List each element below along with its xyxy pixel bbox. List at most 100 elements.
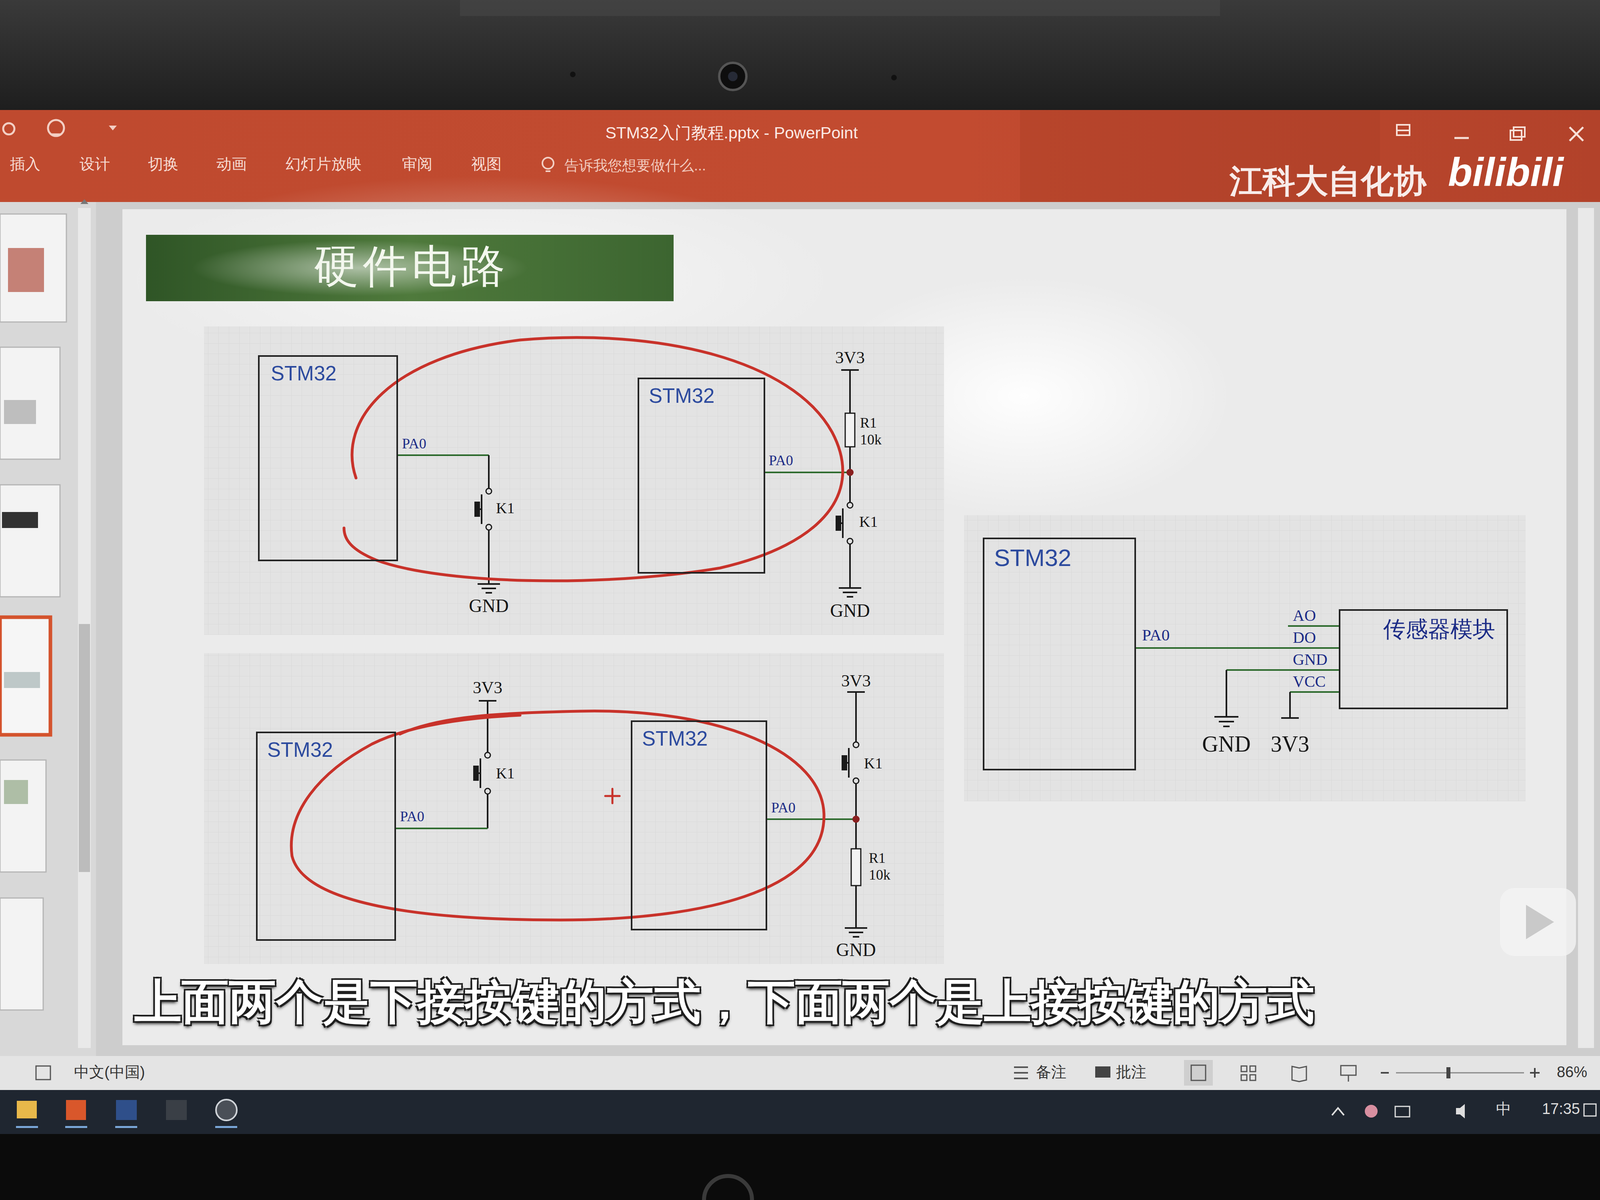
ground-symbol: [848, 931, 864, 934]
title-bar: [542, 157, 554, 169]
pin-name: VCC: [1292, 672, 1326, 691]
junction-dots: [846, 468, 860, 823]
signal-wire: [1136, 647, 1339, 649]
circuit-wires: [1281, 717, 1299, 719]
title-bar: [1513, 127, 1525, 137]
resistor-label: R1: [868, 850, 886, 867]
top-bezel: [891, 74, 897, 81]
status-button: 批注: [1116, 1064, 1147, 1081]
circuit-wires: [398, 454, 489, 456]
slide-thumbnails: [0, 214, 67, 322]
ground-symbol: [844, 928, 868, 937]
switch-label: K1: [864, 755, 883, 772]
play-button-watermark: [1500, 888, 1576, 956]
title-bar: [108, 125, 117, 131]
status-bar: [1292, 1066, 1307, 1082]
switch-symbol: [842, 742, 859, 784]
switch-symbol: [484, 788, 491, 794]
circuit-wires: [849, 544, 851, 588]
taskbar: [0, 1090, 1600, 1134]
switch-symbol: [853, 742, 859, 748]
circuit-wires: [765, 471, 850, 474]
switch-symbol: [836, 502, 853, 544]
ground-symbol: [485, 592, 492, 594]
ribbon-tab: 动画: [216, 156, 247, 173]
supply-label: 3V3: [841, 671, 871, 690]
ground-label: GND: [830, 600, 870, 622]
ribbon-tab: 插入: [10, 156, 41, 173]
switch-symbol: [847, 538, 853, 544]
pin-name: GND: [1292, 650, 1328, 669]
zoom-level: 86%: [1556, 1064, 1588, 1081]
title-bar: [3, 123, 15, 135]
status-bar: [1241, 1074, 1247, 1081]
taskbar: [1456, 1104, 1465, 1119]
taskbar: [1584, 1104, 1596, 1116]
ground-symbol: [477, 583, 500, 585]
workspace: [1578, 208, 1594, 1048]
ribbon-tab: 幻灯片放映: [285, 156, 362, 173]
ribbon-tab: 切换: [148, 156, 179, 173]
title-bar: [1454, 137, 1469, 140]
status-bar: [1396, 1072, 1524, 1074]
chip-name: STM32: [270, 362, 397, 385]
switch-symbol: [846, 762, 849, 764]
slide-thumbnails: [0, 617, 51, 735]
taskbar: [16, 1100, 37, 1119]
circuit-wires: [849, 370, 851, 414]
top-bezel: [0, 0, 1600, 110]
title-bar: [1510, 130, 1522, 140]
slide-thumbnails: [4, 780, 28, 804]
switch-symbol: [478, 772, 481, 774]
ground-symbol: [477, 584, 500, 593]
taskbar: [215, 1126, 238, 1128]
play-button-watermark: [1526, 904, 1554, 940]
mcu-box: STM32: [637, 377, 766, 574]
top-bezel: [0, 0, 1600, 110]
circuit-wires: [486, 794, 489, 829]
bottom-bezel: [0, 1134, 1600, 1200]
ground-symbol: [846, 596, 854, 598]
input-method: 中: [1496, 1100, 1512, 1118]
slide: [120, 176, 1567, 1046]
workspace: [0, 202, 1600, 1056]
slide: [122, 209, 1567, 1046]
status-bar: [1446, 1067, 1451, 1079]
mcu-box: STM32: [256, 731, 396, 941]
circuit-wires: [488, 530, 490, 584]
status-bar: [1191, 1065, 1206, 1081]
workspace: [78, 208, 91, 1048]
status-bar: [1348, 1075, 1350, 1082]
taskbar: [166, 1100, 187, 1120]
pin-name: PA0: [1142, 626, 1170, 644]
switch-symbol: [836, 516, 841, 530]
ground-label: GND: [468, 596, 509, 617]
workspace: [0, 199, 1600, 1056]
taskbar: [1364, 1104, 1378, 1118]
switch-symbol: [486, 488, 492, 494]
title-bar: [545, 170, 551, 172]
junction-dots: [852, 815, 860, 823]
watermark: bilibili: [1448, 150, 1564, 194]
taskbar: [1332, 1108, 1344, 1116]
slide: [964, 515, 1526, 802]
ground-symbol: [838, 588, 862, 597]
ground-symbol: [852, 936, 860, 938]
slide-thumbnails: [0, 898, 44, 1010]
circuit-wires: [1225, 670, 1228, 716]
circuit-wires: [1226, 669, 1339, 671]
mcu-box: STM32: [258, 355, 398, 562]
ground-symbol: [1218, 720, 1234, 723]
ground-symbol: [838, 587, 862, 589]
ground-label: GND: [836, 940, 876, 961]
status-bar: [1184, 1060, 1213, 1086]
supply-label: 3V3: [835, 348, 865, 367]
circuit-wires: [1288, 625, 1339, 627]
slide-thumbnails: [8, 248, 44, 292]
switch-symbol: [840, 522, 843, 524]
red-annotation: [291, 711, 824, 920]
ground-symbol: [1214, 716, 1239, 718]
clock: 17:35: [1542, 1100, 1580, 1118]
taskbar: [116, 1100, 137, 1120]
